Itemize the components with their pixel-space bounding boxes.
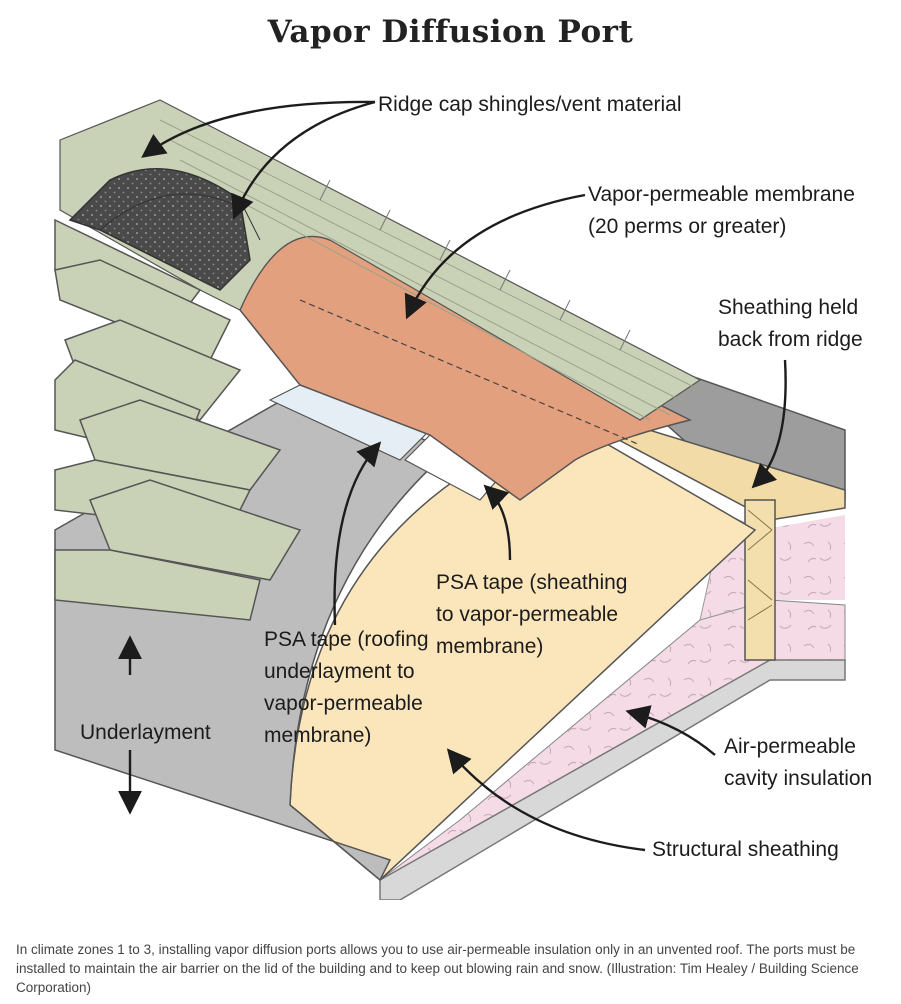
label-psa-sheathing-1: PSA tape (sheathing <box>436 571 628 594</box>
figure-caption: In climate zones 1 to 3, installing vapo… <box>16 942 859 995</box>
label-sheathing-held-1: Sheathing held <box>718 296 859 319</box>
leader-lines <box>118 100 787 852</box>
label-vapor-membrane-2: (20 perms or greater) <box>588 215 787 238</box>
label-sheathing-held-2: back from ridge <box>718 328 863 351</box>
label-air-permeable-1: Air-permeable <box>724 735 856 758</box>
label-psa-sheathing-3: membrane) <box>436 635 544 658</box>
label-psa-roofing-4: membrane) <box>264 724 372 747</box>
roof-shingles <box>54 218 302 621</box>
label-psa-sheathing-2: to vapor-permeable <box>436 603 619 626</box>
label-psa-roofing-3: vapor-permeable <box>264 692 423 715</box>
label-psa-roofing-1: PSA tape (roofing <box>264 628 429 651</box>
ridge-cap-shingles <box>59 99 702 421</box>
label-air-permeable-2: cavity insulation <box>724 767 873 790</box>
label-underlayment: Underlayment <box>80 721 211 744</box>
label-structural-sheathing: Structural sheathing <box>652 838 839 861</box>
interior-finish <box>379 659 846 900</box>
label-ridge-cap: Ridge cap shingles/vent material <box>378 93 682 116</box>
roof-illustration <box>54 99 846 900</box>
diagram-title: Vapor Diffusion Port <box>267 14 634 50</box>
vent-material <box>68 168 251 291</box>
label-psa-roofing-2: underlayment to <box>264 660 415 683</box>
label-vapor-membrane-1: Vapor-permeable membrane <box>588 183 855 206</box>
